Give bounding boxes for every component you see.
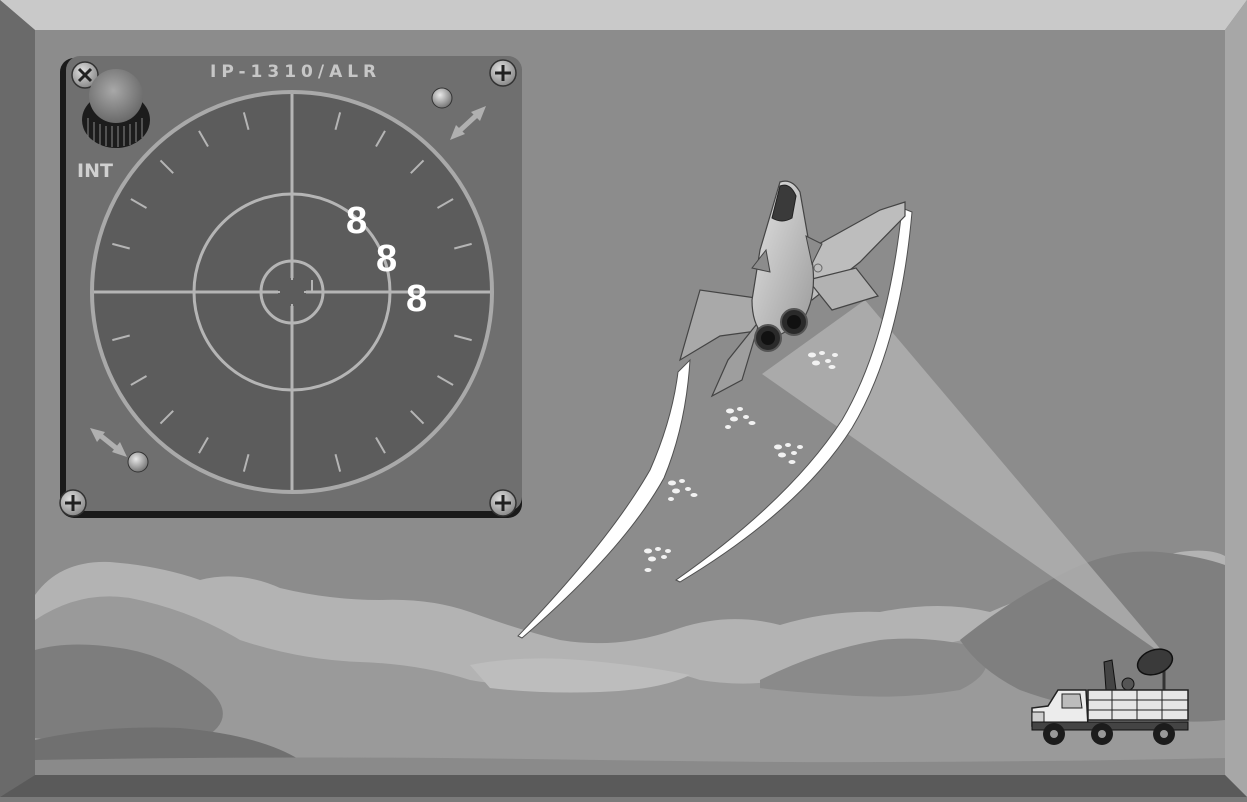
panel-title: IP-1310/ALR: [210, 62, 381, 82]
plus-screw-icon: [60, 490, 86, 516]
rwr-scope: [92, 92, 492, 492]
plus-screw-icon: [490, 490, 516, 516]
plus-screw-icon: [490, 60, 516, 86]
threat-symbol: 8: [406, 280, 427, 318]
intensity-label: INT: [77, 160, 113, 182]
threat-symbol: 8: [376, 240, 397, 278]
threat-symbol: 8: [346, 202, 367, 240]
